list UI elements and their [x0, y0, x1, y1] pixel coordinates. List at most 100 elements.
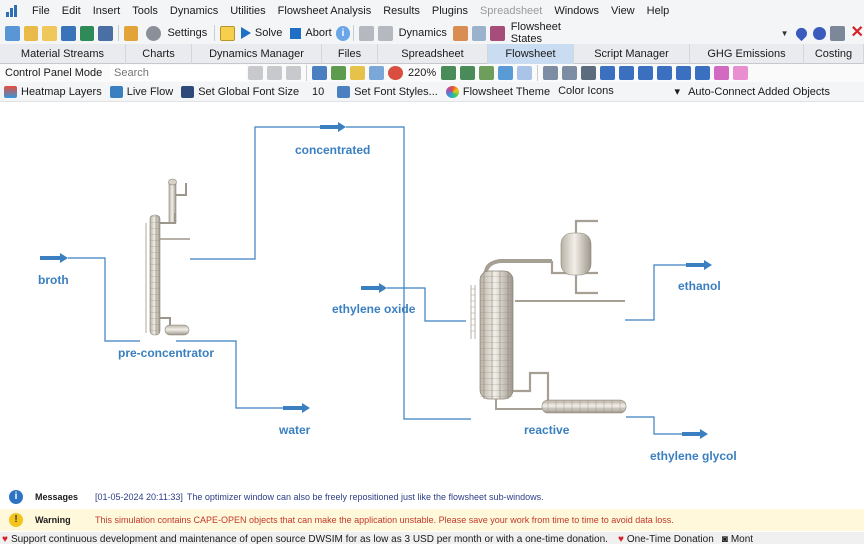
solve-button[interactable]: Solve — [237, 27, 287, 39]
zoom-fit-icon[interactable] — [479, 66, 495, 80]
water-label[interactable]: water — [279, 423, 311, 437]
save-all-icon[interactable] — [98, 25, 113, 41]
theme-select[interactable]: Color Icons ▾ — [554, 85, 684, 98]
open-folder-icon[interactable] — [23, 25, 39, 41]
reactive-label[interactable]: reactive — [524, 423, 570, 437]
menu-file[interactable]: File — [32, 5, 50, 17]
align-left-icon[interactable] — [600, 66, 616, 80]
zoom-level[interactable]: 220% — [408, 67, 437, 79]
concentrated-label[interactable]: concentrated — [295, 143, 371, 157]
flowsheet-canvas[interactable]: broth concentrated pre-concentrator wate… — [0, 103, 864, 486]
blue-drop-icon[interactable] — [794, 25, 810, 41]
image-icon[interactable] — [350, 66, 365, 80]
save-as-icon[interactable] — [79, 25, 95, 41]
copy-icon[interactable] — [267, 66, 282, 80]
distribute-icon[interactable] — [714, 66, 730, 80]
pause-icon[interactable] — [220, 25, 235, 41]
ethylene-oxide-label[interactable]: ethylene oxide — [332, 302, 416, 316]
tab-charts[interactable]: Charts — [126, 44, 192, 64]
broth-label[interactable]: broth — [38, 273, 69, 287]
solve-label: Solve — [254, 27, 283, 39]
menu-flowsheet-analysis[interactable]: Flowsheet Analysis — [277, 5, 372, 17]
messages-text: [01-05-2024 20:11:33]The optimizer windo… — [95, 492, 544, 502]
pre-concentrator-label[interactable]: pre-concentrator — [118, 346, 215, 360]
ethylene-glycol-label[interactable]: ethylene glycol — [650, 449, 737, 463]
zoom-reset-icon[interactable] — [388, 66, 403, 80]
menu-view[interactable]: View — [610, 5, 635, 17]
print-preview-icon[interactable] — [562, 66, 578, 80]
save-icon[interactable] — [60, 25, 76, 41]
text-icon[interactable] — [312, 66, 327, 80]
tab-flowsheet[interactable]: Flowsheet — [488, 44, 574, 64]
tab-material-streams[interactable]: Material Streams — [0, 44, 126, 64]
open-recent-icon[interactable] — [42, 25, 57, 41]
heatmap-layers-button[interactable]: Heatmap Layers — [0, 85, 106, 98]
align-middle-icon[interactable] — [676, 66, 692, 80]
chart-icon[interactable] — [490, 25, 505, 41]
circle-icon[interactable] — [813, 26, 826, 40]
menu-dynamics[interactable]: Dynamics — [169, 5, 219, 17]
align-bottom-icon[interactable] — [695, 66, 711, 80]
live-flow-button[interactable]: Live Flow — [106, 85, 177, 98]
flowsheet-states-select[interactable]: ▼ — [780, 28, 789, 38]
close-icon[interactable]: ✕ — [850, 24, 864, 41]
align-right-icon[interactable] — [638, 66, 654, 80]
snap-icon[interactable] — [517, 66, 533, 80]
toolbar-separator — [306, 65, 307, 81]
schedule-icon[interactable] — [471, 25, 487, 41]
align-center-icon[interactable] — [619, 66, 635, 80]
new-file-icon[interactable] — [5, 25, 20, 41]
flowsheet-states-button[interactable]: Flowsheet States — [507, 21, 597, 45]
stop-icon — [290, 27, 302, 39]
table-icon[interactable] — [369, 66, 384, 80]
flowsheet-theme-button[interactable]: Flowsheet Theme — [442, 85, 554, 98]
one-time-donation-link[interactable]: One-Time Donation — [626, 534, 714, 544]
heart-icon: ♥ — [2, 534, 8, 544]
settings-button[interactable]: Settings — [140, 25, 211, 41]
menu-plugins[interactable]: Plugins — [431, 5, 468, 17]
properties-icon[interactable] — [829, 25, 845, 41]
ethanol-label[interactable]: ethanol — [678, 279, 721, 293]
undo-icon[interactable] — [359, 25, 374, 41]
monthly-donation-link[interactable]: Mont — [730, 534, 754, 544]
zoom-in-icon[interactable] — [441, 66, 457, 80]
tab-dynamics-manager[interactable]: Dynamics Manager — [192, 44, 322, 64]
global-font-button[interactable]: Set Global Font Size — [177, 85, 303, 98]
abort-button[interactable]: Abort — [286, 27, 335, 39]
menu-insert[interactable]: Insert — [92, 5, 121, 17]
menu-help[interactable]: Help — [646, 5, 670, 17]
menu-results[interactable]: Results — [383, 5, 420, 17]
redo-icon[interactable] — [377, 25, 393, 41]
search-input[interactable] — [110, 65, 246, 81]
font-size-field[interactable]: 10 — [311, 85, 325, 98]
control-panel-mode-label[interactable]: Control Panel Mode — [5, 67, 103, 79]
menu-windows[interactable]: Windows — [554, 5, 599, 17]
menu-tools[interactable]: Tools — [132, 5, 158, 17]
font-size-icon — [181, 85, 195, 98]
menu-utilities[interactable]: Utilities — [230, 5, 266, 17]
menu-edit[interactable]: Edit — [61, 5, 81, 17]
integrator-icon[interactable] — [452, 25, 468, 41]
water-arrow — [283, 403, 310, 413]
tab-spreadsheet[interactable]: Spreadsheet — [378, 44, 488, 64]
font-styles-button[interactable]: Set Font Styles... — [333, 85, 442, 98]
tab-files[interactable]: Files — [322, 44, 378, 64]
tab-ghg-emissions[interactable]: GHG Emissions — [690, 44, 804, 64]
tab-script-manager[interactable]: Script Manager — [574, 44, 690, 64]
info-icon[interactable]: i — [335, 25, 351, 41]
auto-connect-checkbox[interactable]: Auto-Connect Added Objects — [684, 86, 834, 98]
align-top-icon[interactable] — [657, 66, 673, 80]
zoom-out-icon[interactable] — [460, 66, 476, 80]
cut-icon[interactable] — [248, 66, 263, 80]
dynamics-button[interactable]: Dynamics — [395, 27, 451, 39]
export-icon[interactable] — [543, 66, 559, 80]
grid-icon[interactable] — [498, 66, 514, 80]
print-icon[interactable] — [581, 66, 597, 80]
paste-icon[interactable] — [286, 66, 301, 80]
tab-costing[interactable]: Costing — [804, 44, 864, 64]
patreon-icon: ◙ — [721, 534, 728, 544]
edit-icon[interactable] — [123, 25, 139, 41]
layout-icon[interactable] — [733, 66, 749, 80]
flowsheet-toolbar: Control Panel Mode 220% — [0, 64, 864, 82]
line-chart-icon[interactable] — [331, 66, 346, 80]
